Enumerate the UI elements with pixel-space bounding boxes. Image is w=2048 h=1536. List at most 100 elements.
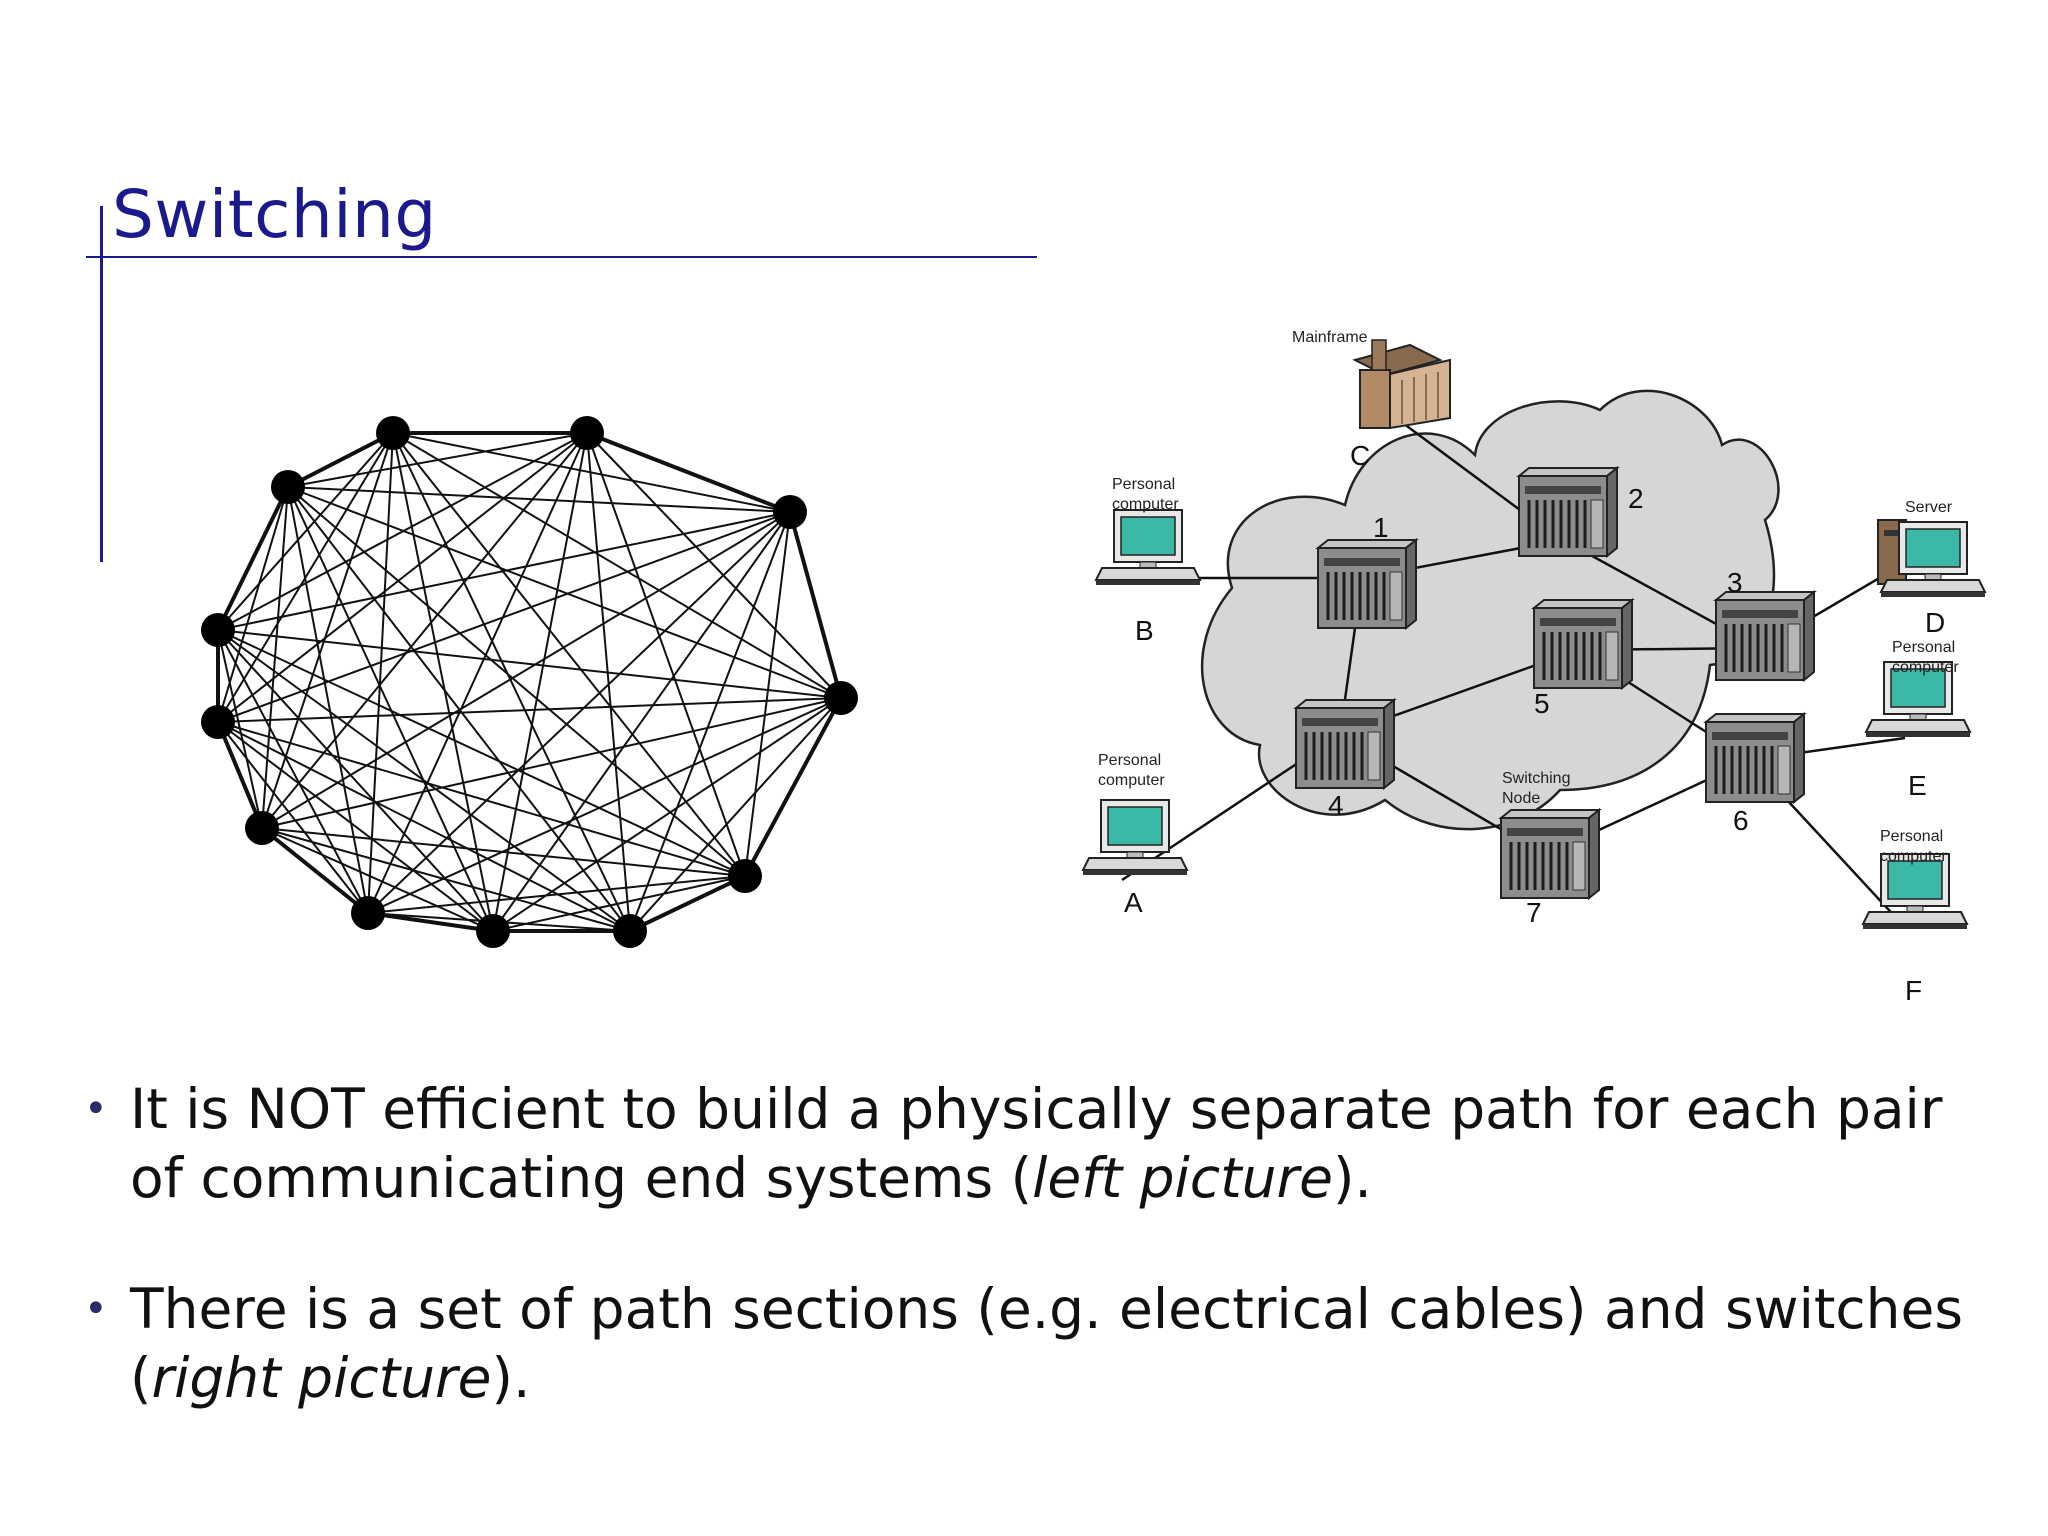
pc-f-icon [1862, 853, 1968, 930]
switch-node-4-icon [1294, 698, 1396, 790]
server-icon [1877, 519, 1986, 598]
pc-b-label-1: Personal [1112, 476, 1175, 493]
mesh-link [217, 721, 631, 932]
mesh-link [287, 432, 588, 488]
pc-e-label-2: computer [1892, 659, 1959, 676]
mesh-link [287, 486, 842, 699]
mesh-link [287, 431, 394, 489]
mesh-node [201, 613, 235, 647]
mesh-node [271, 470, 305, 504]
mesh-link [216, 486, 290, 631]
mesh-node [245, 811, 279, 845]
bullet-end-2: ). [491, 1346, 531, 1410]
mesh-node [201, 705, 235, 739]
switch-node-3-icon [1714, 590, 1816, 682]
station-label-e: E [1908, 770, 1927, 801]
mesh-link [217, 721, 746, 877]
mesh-link [367, 432, 394, 914]
pc-a-label-2: computer [1098, 772, 1165, 789]
mesh-link [629, 511, 791, 932]
mesh-link [629, 874, 746, 933]
mesh-node [773, 495, 807, 529]
full-mesh-diagram [201, 416, 858, 948]
mesh-link [287, 486, 791, 513]
switch-label-6: 6 [1733, 805, 1749, 836]
pc-f-label-1: Personal [1880, 828, 1943, 845]
mesh-link [392, 432, 494, 932]
station-label-f: F [1905, 975, 1922, 1006]
bullet-text-2: There is a set of path sections (e.g. el… [130, 1277, 1964, 1410]
mesh-link [287, 486, 631, 932]
mesh-link [586, 432, 746, 877]
mesh-link [287, 486, 494, 932]
switching-node-label-2: Node [1502, 790, 1540, 807]
bullet-dot: • [84, 1286, 108, 1332]
switching-node-label-1: Switching [1502, 770, 1570, 787]
switch-node-5-icon [1532, 598, 1634, 690]
mesh-link [743, 697, 843, 877]
pc-b-label-2: computer [1112, 496, 1179, 513]
station-label-c: C [1350, 440, 1370, 471]
mesh-link [261, 697, 842, 829]
mesh-link [367, 911, 494, 933]
mainframe-label: Mainframe [1292, 329, 1368, 346]
mesh-link [217, 721, 494, 932]
mesh-link [492, 697, 842, 932]
switch-node-7-icon [1499, 808, 1601, 900]
switch-node-1-icon [1316, 538, 1418, 630]
mesh-link [217, 721, 369, 914]
mesh-node [476, 914, 510, 948]
mesh-node [570, 416, 604, 450]
mesh-node [613, 914, 647, 948]
pc-a-label-1: Personal [1098, 752, 1161, 769]
mesh-link [287, 486, 746, 877]
mesh-link [261, 486, 289, 829]
bullet-emphasis-1: left picture [1032, 1146, 1333, 1210]
mesh-link [287, 486, 369, 914]
switch-label-4: 4 [1328, 790, 1344, 821]
mesh-link [217, 432, 394, 631]
station-label-d: D [1925, 607, 1945, 638]
mainframe-icon [1352, 339, 1451, 430]
switch-label-5: 5 [1534, 688, 1550, 719]
bullet-emphasis-2: right picture [151, 1346, 492, 1410]
station-label-b: B [1135, 615, 1154, 646]
mesh-link [261, 432, 394, 829]
switch-label-1: 1 [1373, 512, 1389, 543]
mesh-link [217, 629, 369, 914]
mesh-link [217, 629, 263, 829]
mesh-link [392, 432, 842, 699]
slide-title: Switching [112, 176, 437, 253]
mesh-link [217, 511, 791, 631]
title-sidebar-line [100, 206, 103, 562]
switch-label-2: 2 [1628, 483, 1644, 514]
mesh-link [586, 432, 631, 932]
mesh-link [492, 875, 746, 932]
mesh-edges [216, 431, 843, 933]
bullet-item: • There is a set of path sections (e.g. … [84, 1275, 1984, 1413]
mesh-link [629, 697, 842, 932]
mesh-link [216, 721, 264, 829]
mesh-link [260, 826, 370, 915]
mesh-link [744, 511, 791, 877]
mesh-link [261, 827, 494, 932]
mesh-link [217, 511, 791, 723]
switch-node-2-icon [1517, 466, 1619, 558]
switched-network-diagram: Mainframe C Server D Personal computer B… [1082, 329, 1986, 1006]
bullet-list: • It is NOT efficient to build a physica… [84, 1075, 1984, 1475]
mesh-node [728, 859, 762, 893]
mesh-node [824, 681, 858, 715]
server-label: Server [1905, 499, 1953, 516]
switch-label-7: 7 [1526, 897, 1542, 928]
mesh-node [376, 416, 410, 450]
mesh-node [351, 896, 385, 930]
mesh-link [788, 511, 843, 699]
pc-f-label-2: computer [1880, 848, 1947, 865]
bullet-end-1: ). [1332, 1146, 1372, 1210]
bullet-text-1: It is NOT efficient to build a physicall… [130, 1077, 1943, 1210]
title-underline [86, 256, 1037, 258]
pc-b-icon [1095, 509, 1201, 586]
mesh-link [217, 629, 746, 877]
mesh-link [217, 486, 289, 723]
